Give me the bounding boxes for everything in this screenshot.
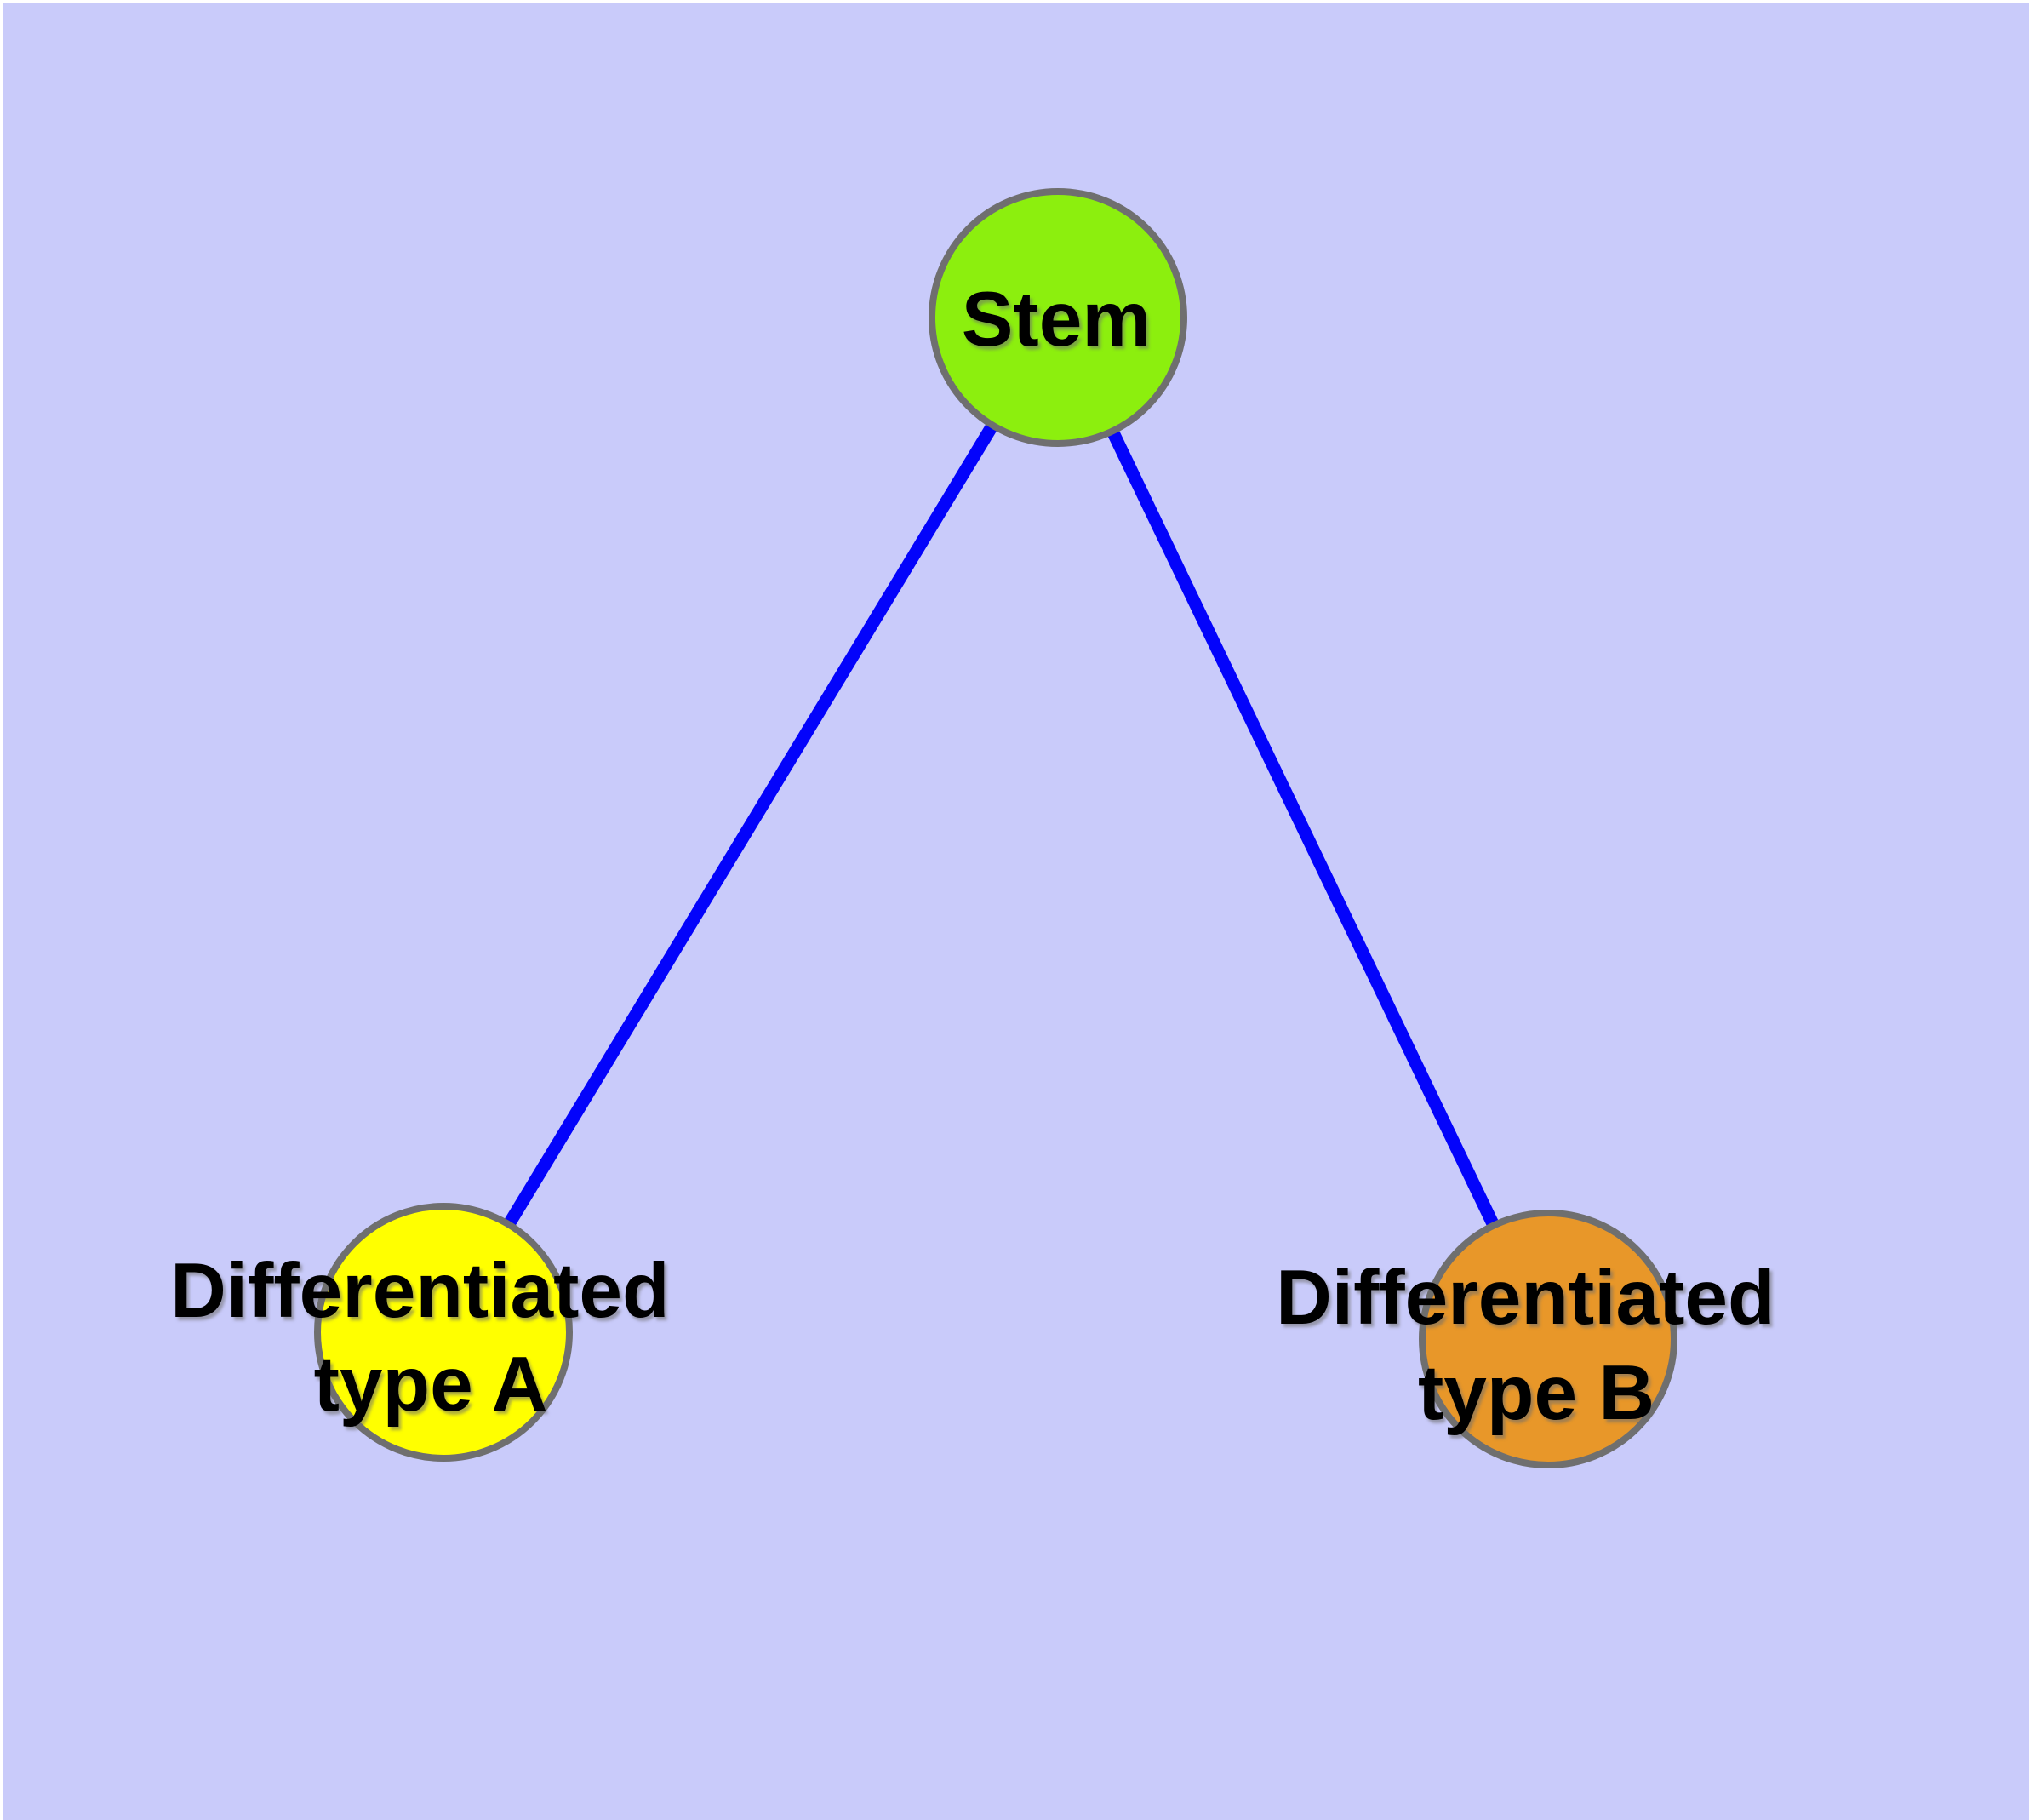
node-stem-label-line: Stem (962, 277, 1152, 363)
node-differentiated-type-a (314, 1203, 573, 1462)
edge-group (437, 314, 1554, 1342)
edge-stem-to-type-b (1052, 314, 1554, 1342)
node-group (314, 188, 1677, 1468)
edge-stem-to-type-a (437, 314, 1064, 1336)
node-type-b-label: Differentiated type B (1276, 1255, 1797, 1436)
node-type-a-label-line-1: Differentiated (170, 1248, 670, 1334)
node-type-a-label: Differentiated type A (170, 1248, 691, 1428)
node-stem-label: Stem (962, 277, 1152, 363)
node-type-a-label-line-2: type A (314, 1342, 548, 1428)
node-type-b-label-line-1: Differentiated (1276, 1255, 1775, 1341)
node-stem (929, 188, 1187, 447)
node-differentiated-type-b (1419, 1210, 1677, 1468)
node-type-b-label-line-2: type B (1418, 1350, 1655, 1436)
